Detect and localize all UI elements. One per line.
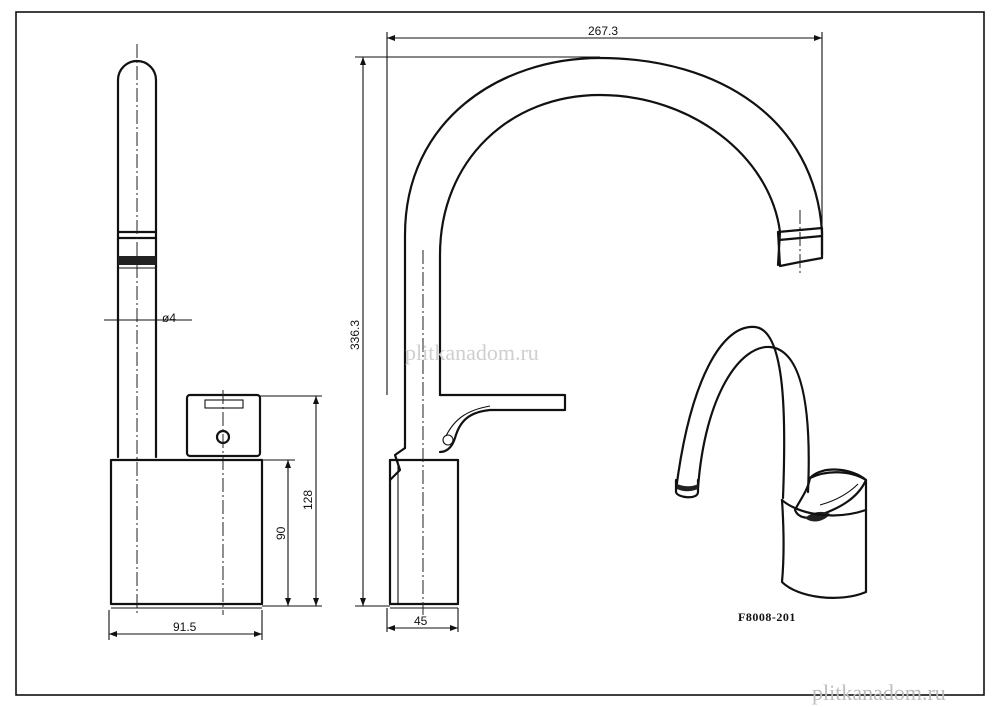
front-body <box>388 458 460 606</box>
side-body <box>109 458 264 606</box>
dim-total-height: 336.3 <box>348 320 362 350</box>
front-spout-tip <box>776 226 824 268</box>
dim-height-128: 128 <box>301 490 315 510</box>
persp-spout-tip <box>674 478 700 499</box>
dim-depth: 45 <box>414 614 428 628</box>
front-spout-outer <box>403 56 824 397</box>
watermark-corner: plitkanadom.ru <box>812 680 946 705</box>
dim-body-height-90: 90 <box>274 526 288 540</box>
persp-spout-outer <box>674 325 786 500</box>
persp-spout-inner <box>696 345 810 494</box>
front-spout-inner <box>438 93 782 397</box>
persp-handle <box>793 468 868 519</box>
front-handle-lever <box>438 393 567 454</box>
model-code: F8008-201 <box>738 610 796 624</box>
side-view: ø4 91.5 90 128 <box>104 44 322 640</box>
watermark-center: plitkanadom.ru <box>405 340 539 365</box>
frame-border <box>15 11 985 696</box>
persp-body <box>780 471 868 599</box>
dim-diameter: ø4 <box>162 311 176 325</box>
dim-body-width: 91.5 <box>173 620 197 634</box>
front-view: 267.3 336.3 45 <box>348 24 824 632</box>
perspective-view: F8008-201 <box>674 325 868 624</box>
dim-reach: 267.3 <box>588 24 618 38</box>
